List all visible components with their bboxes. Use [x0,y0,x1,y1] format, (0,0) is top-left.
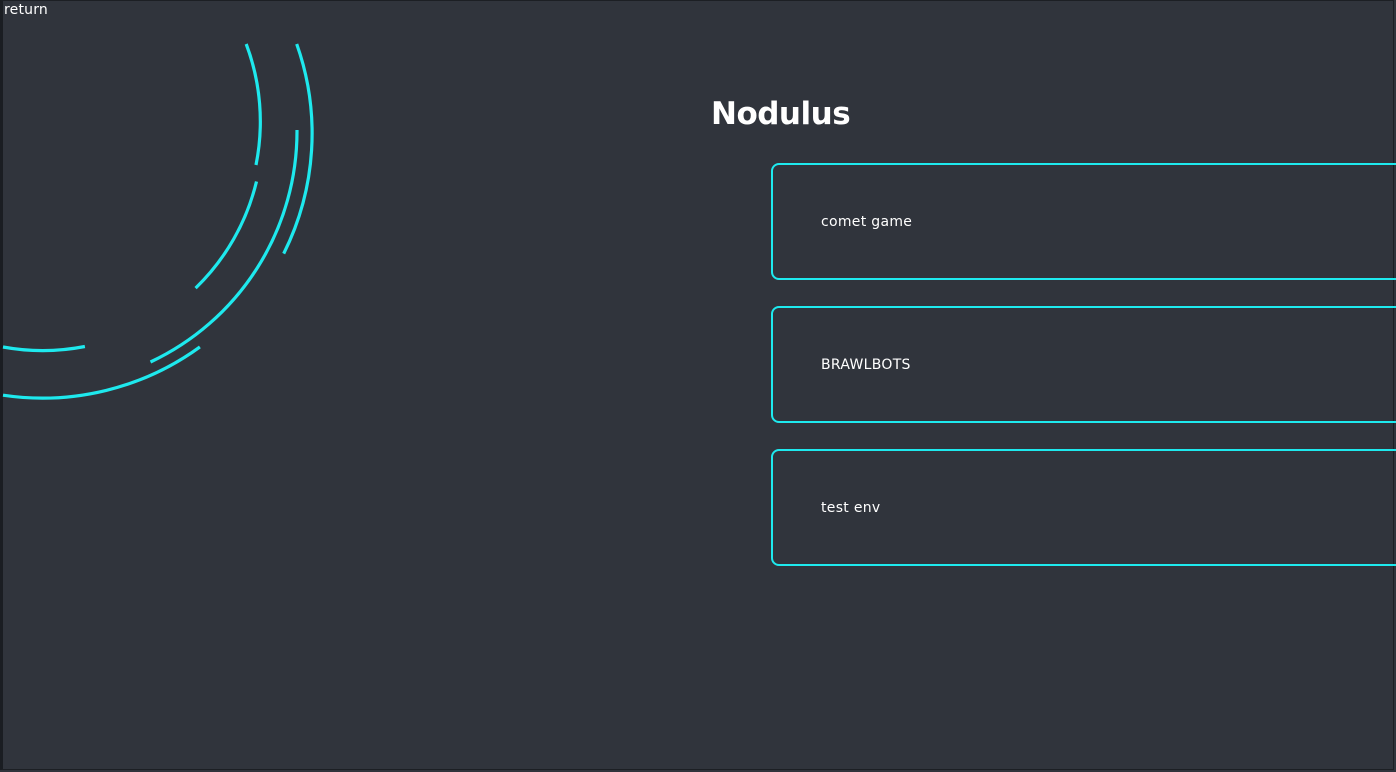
arc-inner-bottom [2,344,86,353]
arc-middle-ring [149,129,299,364]
menu-item-label: comet game [821,214,913,230]
menu-item-label: test env [821,500,881,516]
menu-item-label: BRAWLBOTS [821,357,911,373]
arc-inner-mid [194,181,259,290]
return-link[interactable]: return [4,2,49,18]
arc-outer-top [282,43,314,255]
arc-inner-top [244,43,262,166]
menu-item-test-env[interactable]: test env [771,449,1396,566]
decorative-arcs [2,43,314,400]
menu-item-comet-game[interactable]: comet game [771,163,1396,280]
arc-group [2,43,314,400]
app-title: Nodulus [711,96,851,132]
menu-item-brawlbots[interactable]: BRAWLBOTS [771,306,1396,423]
arc-outer-bottom [2,345,201,400]
game-menu: comet game BRAWLBOTS test env [771,163,1396,592]
